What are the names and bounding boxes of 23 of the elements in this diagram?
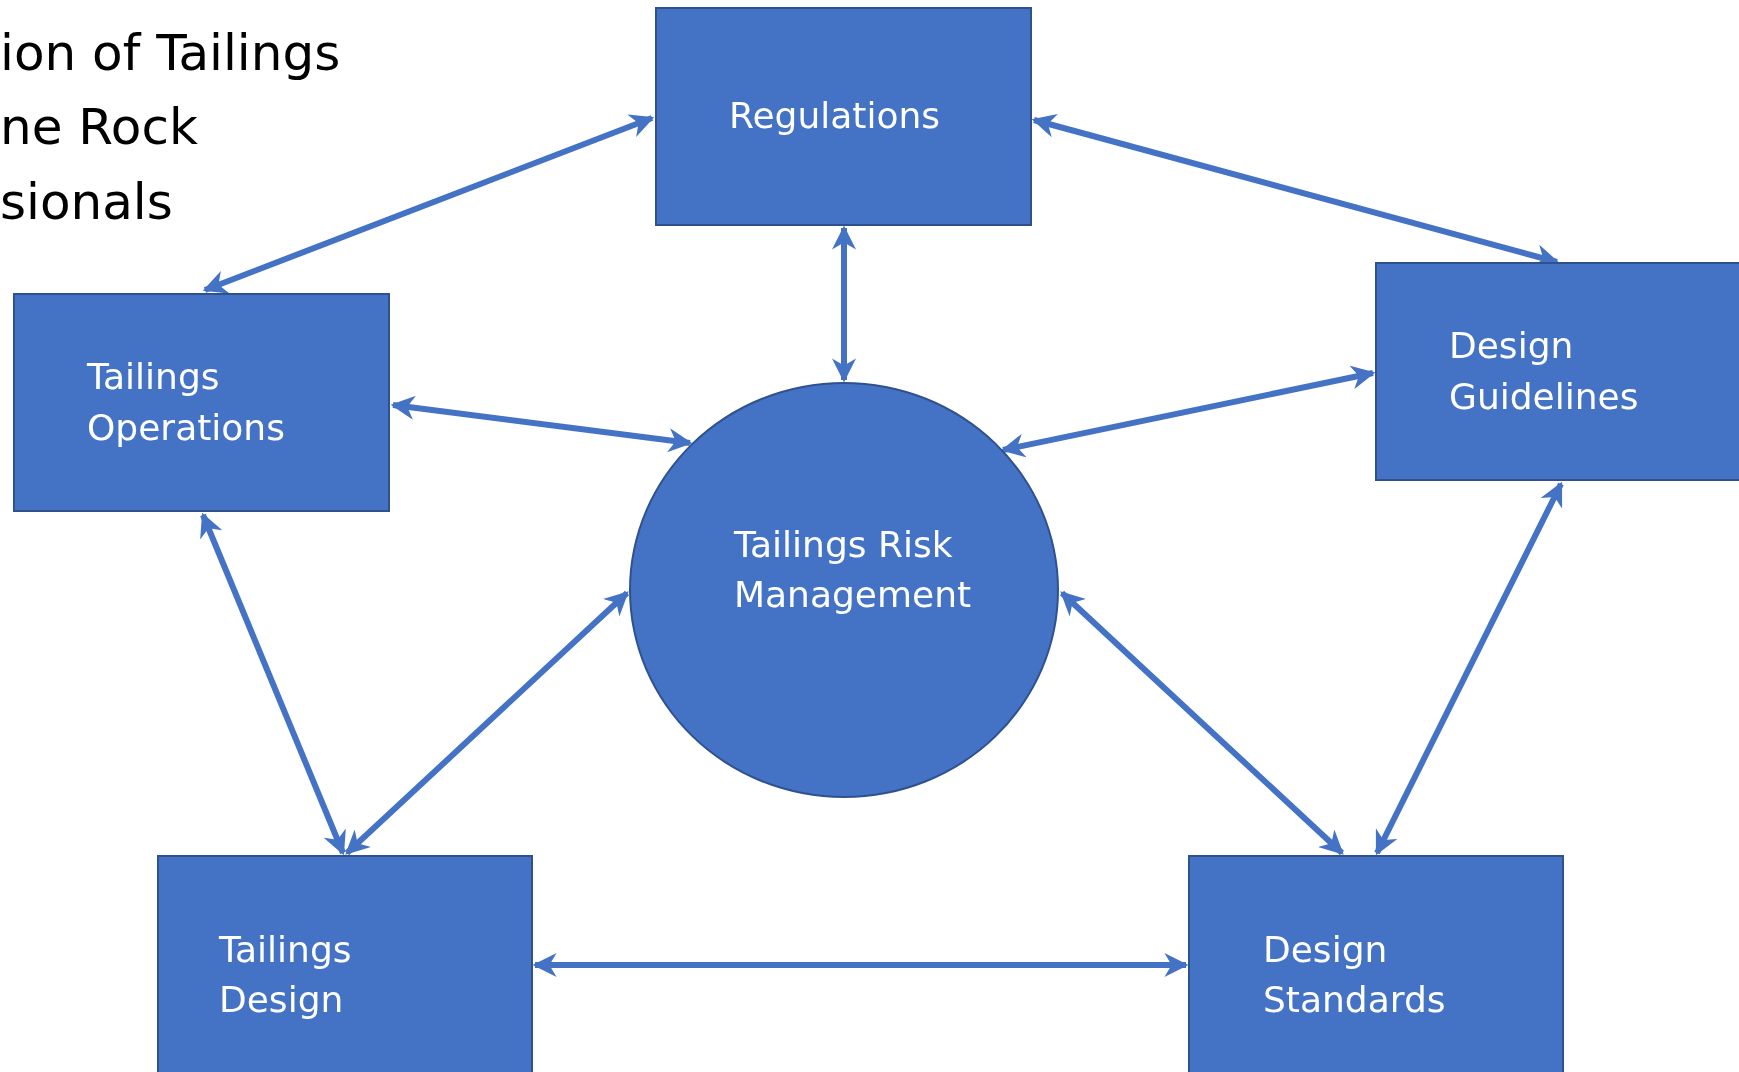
double-arrow <box>1374 481 1564 856</box>
process-box <box>1188 855 1564 1072</box>
process-box <box>157 855 533 1072</box>
double-arrow <box>344 590 630 856</box>
node-label: Regulations <box>729 94 940 139</box>
title-fragment: ion of Tailings <box>0 28 341 78</box>
double-arrow <box>1000 365 1376 458</box>
process-box <box>1375 262 1739 481</box>
node-label: Tailings Risk Management <box>734 522 973 617</box>
double-arrow <box>532 953 1189 977</box>
double-arrow <box>832 225 856 383</box>
double-arrow <box>202 114 655 294</box>
process-box <box>655 7 1032 226</box>
title-fragment: sionals <box>0 177 173 227</box>
double-arrow <box>1059 590 1345 856</box>
node-label: Tailings Operations <box>87 355 286 450</box>
double-arrow <box>200 512 346 856</box>
process-box <box>13 293 390 512</box>
node-label: Design Standards <box>1263 927 1447 1022</box>
double-arrow <box>390 395 693 453</box>
node-label: Design Guidelines <box>1449 324 1640 419</box>
title-fragment: ne Rock <box>0 102 198 152</box>
node-label: Tailings Design <box>219 927 353 1022</box>
